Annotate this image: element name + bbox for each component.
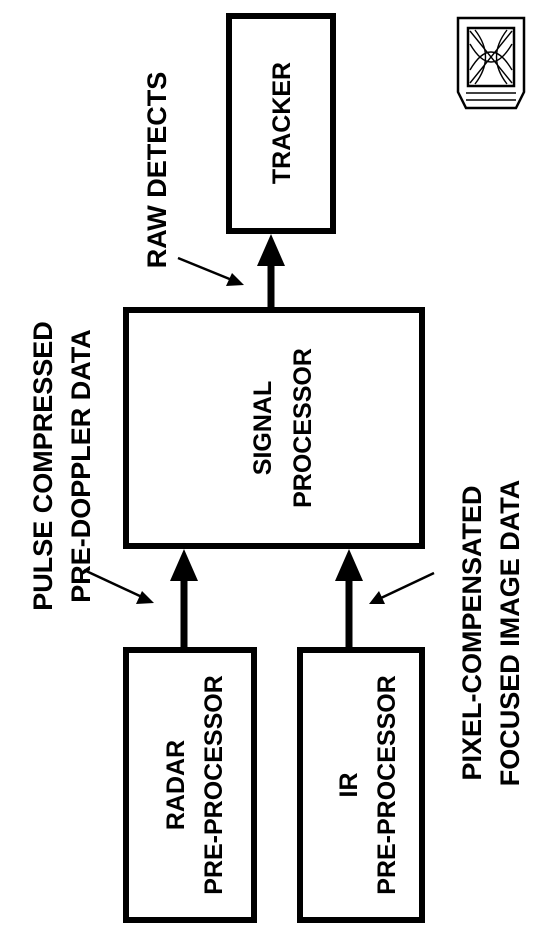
logo-icon bbox=[456, 16, 526, 110]
ir-preprocessor-box bbox=[297, 647, 425, 923]
pixel-compensated-label-line2: FOCUSED IMAGE DATA bbox=[495, 480, 525, 787]
radar-preprocessor-box bbox=[123, 647, 257, 923]
ir-preprocessor-label-line1: IR bbox=[335, 773, 363, 798]
radar-to-signal-arrowhead bbox=[170, 549, 198, 581]
raw-detects-pointer bbox=[177, 256, 244, 286]
signal-processor-block: SIGNAL PROCESSOR bbox=[123, 307, 425, 549]
pixel-label-pointer bbox=[369, 571, 435, 604]
signal-processor-box bbox=[123, 307, 425, 549]
signal-to-tracker-arrowhead bbox=[257, 234, 285, 266]
signal-to-tracker-arrow bbox=[257, 234, 285, 308]
ir-preprocessor-block: IR PRE-PROCESSOR bbox=[297, 647, 425, 923]
ir-to-signal-arrow bbox=[335, 549, 363, 648]
tracker-block: TRACKER bbox=[226, 13, 336, 234]
ir-preprocessor-label-line2: PRE-PROCESSOR bbox=[373, 675, 401, 894]
signal-processor-label-line2: PROCESSOR bbox=[289, 348, 317, 508]
radar-to-signal-arrow bbox=[170, 549, 198, 648]
raw-detects-label: RAW DETECTS bbox=[142, 72, 172, 269]
signal-processor-label-line1: SIGNAL bbox=[249, 381, 277, 475]
pulse-label-pointer bbox=[83, 568, 154, 604]
ir-to-signal-arrowhead bbox=[335, 549, 363, 581]
radar-preprocessor-label-line1: RADAR bbox=[162, 740, 190, 830]
pulse-compressed-label-line2: PRE-DOPPLER DATA bbox=[66, 329, 96, 603]
pulse-compressed-label-line1: PULSE COMPRESSED bbox=[28, 321, 58, 611]
tracker-box bbox=[226, 13, 336, 234]
tracker-label: TRACKER bbox=[268, 62, 296, 184]
radar-preprocessor-label-line2: PRE-PROCESSOR bbox=[200, 675, 228, 894]
radar-preprocessor-block: RADAR PRE-PROCESSOR bbox=[123, 647, 257, 923]
pixel-compensated-label-line1: PIXEL-COMPENSATED bbox=[457, 485, 487, 780]
